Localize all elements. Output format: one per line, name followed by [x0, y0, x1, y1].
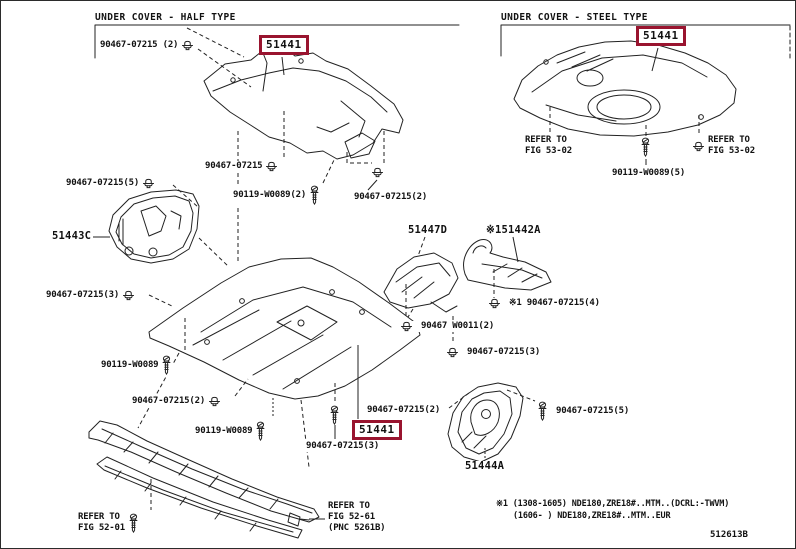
part-code-callout: 51444A	[464, 460, 506, 472]
part-number-callout: 90467-07215(2)	[353, 192, 429, 203]
part-number-callout: 90119-W0089(2)	[232, 185, 322, 205]
part-undercover-steel-type-drawing	[513, 40, 737, 137]
clip-fastener-icon	[142, 178, 155, 189]
clip-fastener-icon	[181, 40, 194, 51]
bolt-screw-icon	[309, 185, 320, 205]
part-number-text: 90467-07215	[205, 161, 263, 171]
section-title-half-type: UNDER COVER - HALF TYPE	[95, 12, 236, 23]
part-number-callout: 90467-07215	[204, 161, 280, 172]
part-number-callout: 90467-07215(3)	[445, 347, 542, 358]
refer-note-fig-53-02-left: REFER TO FIG 53-02	[524, 135, 573, 157]
part-number-callout: 90467-07215(5)	[65, 178, 157, 189]
clip-fastener-icon	[122, 290, 135, 301]
part-number-text: 90467-07215(2)	[367, 405, 441, 415]
part-number-text: 90467-07215(2)	[132, 396, 206, 406]
part-51444a-drawing	[447, 382, 524, 463]
part-number-callout: 90467-07215(5)	[536, 401, 631, 421]
part-code-callout: 51447D	[407, 224, 449, 236]
refer-line: REFER TO	[525, 135, 567, 145]
part-number-callout: ※1 90467-07215(4)	[487, 298, 601, 309]
part-undercover-half-type-drawing	[203, 47, 404, 160]
bolt-screw-icon	[161, 355, 172, 375]
part-number-text: 90467-07215(5)	[556, 405, 630, 416]
part-number-callout: 90467-07215(3)	[305, 441, 381, 452]
leader-lines	[93, 27, 700, 520]
refer-note-fig-52-01: REFER TO FIG 52-01	[77, 512, 140, 534]
part-number-text: 90467-07215(3)	[467, 347, 541, 357]
refer-line: FIG 53-02	[708, 146, 755, 156]
part-front-spoiler-drawing	[88, 420, 320, 539]
part-undercover-main-drawing	[148, 257, 421, 400]
part-number-text: ※1 90467-07215(4)	[509, 298, 600, 308]
part-code-text: ※151442A	[486, 224, 541, 236]
part-number-text: 90467-07215(2)	[354, 192, 428, 202]
part-51443c-drawing	[108, 189, 200, 264]
clip-fastener-icon	[265, 161, 278, 172]
part-number-text: 90119-W0089(2)	[233, 189, 307, 200]
section-brackets	[94, 24, 791, 59]
part-number-text: 90467-07215 (2)	[100, 40, 179, 50]
part-number-text: 90467-07215(3)	[306, 441, 380, 451]
diagram-code: 512613B	[710, 530, 748, 540]
refer-note-fig-52-61: REFER TO FIG 52-61 (PNC 5261B)	[327, 501, 387, 534]
part-code-callout: ※151442A	[485, 225, 542, 236]
refer-line: REFER TO	[328, 501, 370, 511]
bolt-screw-icon	[255, 421, 266, 441]
part-number-text: 90467-07215(5)	[66, 178, 140, 188]
part-number-callout: 90467-07215(2)	[131, 396, 223, 407]
part-number-callout: 90467-07215(3)	[45, 290, 137, 301]
section-title-steel-type: UNDER COVER - STEEL TYPE	[501, 12, 648, 23]
part-number-text: 90119-W0089	[101, 359, 159, 370]
part-number-text: 90467 W0011(2)	[421, 321, 495, 331]
part-151442a-drawing	[463, 238, 552, 291]
refer-line: FIG 52-61	[328, 512, 375, 522]
part-number-callout: 90119-W0089(5)	[611, 168, 687, 179]
highlighted-part-number-51441[interactable]: 51441	[636, 26, 686, 46]
bolt-screw-icon	[640, 137, 651, 157]
footnote-line-2: (1606- ) NDE180,ZRE18#..MTM..EUR	[513, 511, 671, 521]
clip-fastener-icon	[400, 321, 413, 332]
clip-fastener-icon	[208, 396, 221, 407]
refer-line: (PNC 5261B)	[328, 523, 386, 533]
part-code-text: 51444A	[465, 460, 505, 472]
part-number-callout: 90467-07215 (2)	[99, 40, 196, 51]
part-number-text: 90119-W0089(5)	[612, 168, 686, 178]
part-number-callout: 90119-W0089	[194, 421, 268, 441]
refer-line: FIG 52-01	[78, 523, 125, 533]
highlighted-part-number-51441[interactable]: 51441	[259, 35, 309, 55]
part-code-text: 51447D	[408, 224, 448, 236]
part-number-callout: 90119-W0089	[100, 355, 174, 375]
bolt-screw-icon	[128, 513, 139, 533]
part-51447d-drawing	[383, 252, 459, 313]
refer-note-fig-53-02-right: REFER TO FIG 53-02	[691, 135, 756, 157]
footnote-line-1: ※1 (1308-1605) NDE180,ZRE18#..MTM..(DCRL…	[496, 499, 730, 509]
part-code-text: 51443C	[52, 230, 92, 242]
part-number-callout: 90467-07215(2)	[366, 405, 442, 416]
highlighted-part-number-51441[interactable]: 51441	[352, 420, 402, 440]
refer-line: REFER TO	[78, 512, 120, 522]
clip-fastener-icon	[488, 298, 501, 309]
bolt-screw-icon	[329, 405, 340, 425]
bolt-screw-icon	[537, 401, 548, 421]
refer-line: REFER TO	[708, 135, 750, 145]
part-number-text: 90467-07215(3)	[46, 290, 120, 300]
part-number-text: 90119-W0089	[195, 425, 253, 436]
part-code-callout: 51443C	[51, 230, 93, 242]
clip-fastener-icon	[692, 141, 705, 152]
part-number-callout: 90467 W0011(2)	[399, 321, 496, 332]
clip-fastener-icon	[371, 167, 384, 178]
refer-line: FIG 53-02	[525, 146, 572, 156]
clip-fastener-icon	[446, 347, 459, 358]
